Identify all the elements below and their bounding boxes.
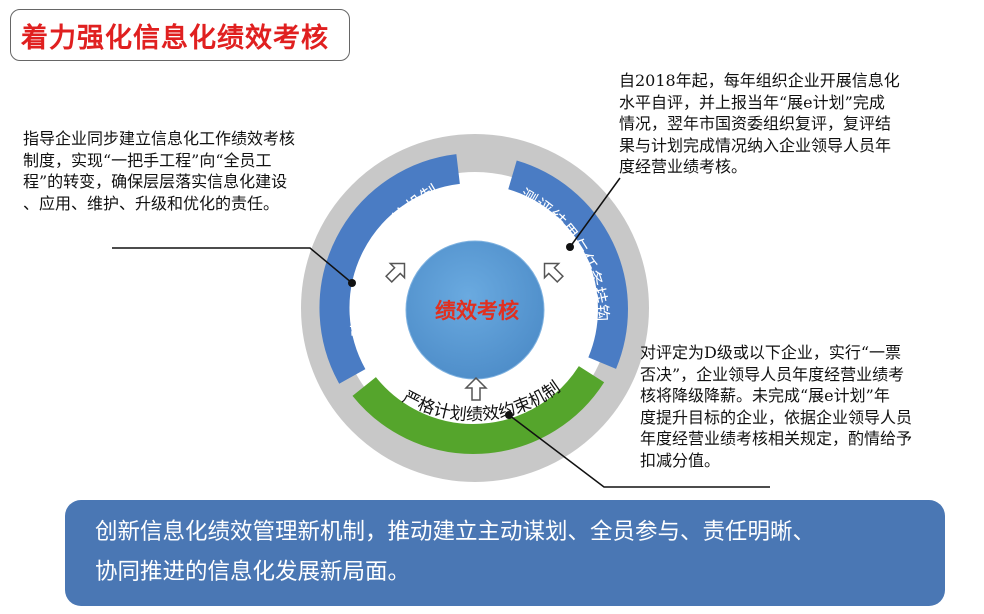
banner-line-1: 创新信息化绩效管理新机制，推动建立主动谋划、全员参与、责任明晰、 [95, 519, 816, 545]
note-top-right: 自2018年起，每年组织企业开展信息化 水平自评，并上报当年“展e计划”完成 情… [619, 71, 900, 176]
summary-banner: 创新信息化绩效管理新机制，推动建立主动谋划、全员参与、责任明晰、 协同推进的信息… [65, 500, 945, 606]
callout-line-bottomright [508, 414, 770, 488]
page-title: 着力强化信息化绩效考核 [21, 22, 329, 54]
callout-dot-left [348, 279, 356, 287]
segment-right [507, 160, 628, 369]
note-left: 指导企业同步建立信息化工作绩效考核 制度，实现“一把手工程”向“全员工 程”的转… [23, 129, 296, 213]
callout-dot-bottomright [505, 411, 513, 419]
callout-dot-topright [566, 243, 574, 251]
arrow-up-icon [464, 376, 488, 401]
callout-line-topright [569, 177, 621, 248]
callout-line-left [112, 247, 353, 284]
arrow-right-icon [543, 262, 564, 283]
arrow-left-icon [385, 262, 406, 283]
segment-bottom [352, 365, 605, 454]
center-label: 绩效考核 [435, 298, 519, 323]
banner-line-2: 协同推进的信息化发展新局面。 [95, 559, 411, 585]
segment-left [319, 154, 461, 384]
title-box: 着力强化信息化绩效考核 [10, 9, 350, 61]
note-bottom-right: 对评定为D级或以下企业，实行“一票 否决”，企业领导人员年度经营业绩考 核将降级… [640, 343, 913, 470]
